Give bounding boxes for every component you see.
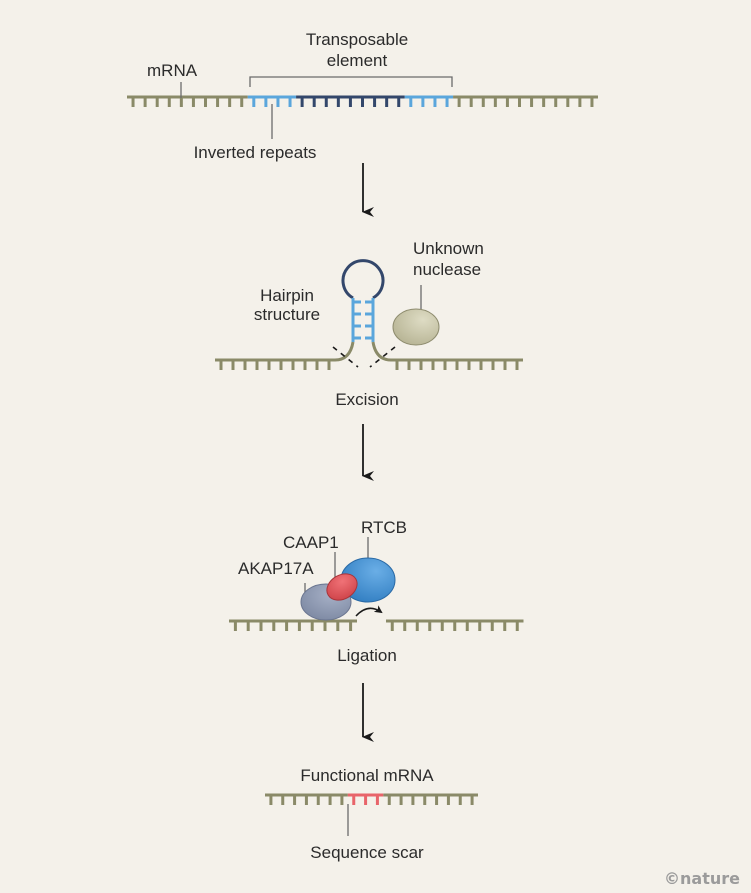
nuclease-label-line2: nuclease — [413, 260, 481, 279]
inverted-repeats-label: Inverted repeats — [194, 143, 317, 162]
mrna-label: mRNA — [147, 61, 198, 80]
rtcb-label: RTCB — [361, 518, 407, 537]
step4-functional-mrna: Functional mRNA Sequence scar — [265, 766, 478, 862]
transposon-label-line1: Transposable — [306, 30, 408, 49]
nature-credit: ©nature — [664, 869, 740, 888]
functional-mrna-title: Functional mRNA — [300, 766, 434, 785]
hairpin-junction-left — [334, 341, 355, 362]
step3-ligation: AKAP17A CAAP1 RTCB Ligation — [229, 518, 524, 665]
transposon-bracket — [249, 76, 453, 87]
caap1-protein — [326, 573, 358, 601]
hairpin-label-line1: Hairpin — [260, 286, 314, 305]
functional-mrna-strand — [265, 793, 478, 805]
ligation-curved-arrow — [355, 605, 383, 617]
hairpin-label-line2: structure — [254, 305, 320, 324]
ligation-caption: Ligation — [337, 646, 397, 665]
hairpin-loop — [341, 259, 385, 300]
ligation-strands — [229, 619, 524, 631]
transposon-label-line2: element — [327, 51, 388, 70]
excision-caption: Excision — [335, 390, 398, 409]
step1-mrna-with-transposon: mRNA Transposable element Inverted repea… — [127, 30, 598, 162]
hairpin-base-pairs — [353, 300, 373, 340]
step2-excision: Hairpin structure Unknown nuclease Excis… — [215, 239, 523, 409]
mrna-strand — [127, 95, 598, 107]
sequence-scar-label: Sequence scar — [310, 843, 424, 862]
caap1-label: CAAP1 — [283, 533, 339, 552]
akap17a-label: AKAP17A — [238, 559, 314, 578]
nuclease-label-line1: Unknown — [413, 239, 484, 258]
unknown-nuclease — [392, 308, 440, 346]
hairpin-structure — [334, 259, 392, 362]
excision-strand — [215, 358, 523, 370]
hairpin-junction-right — [371, 341, 392, 362]
